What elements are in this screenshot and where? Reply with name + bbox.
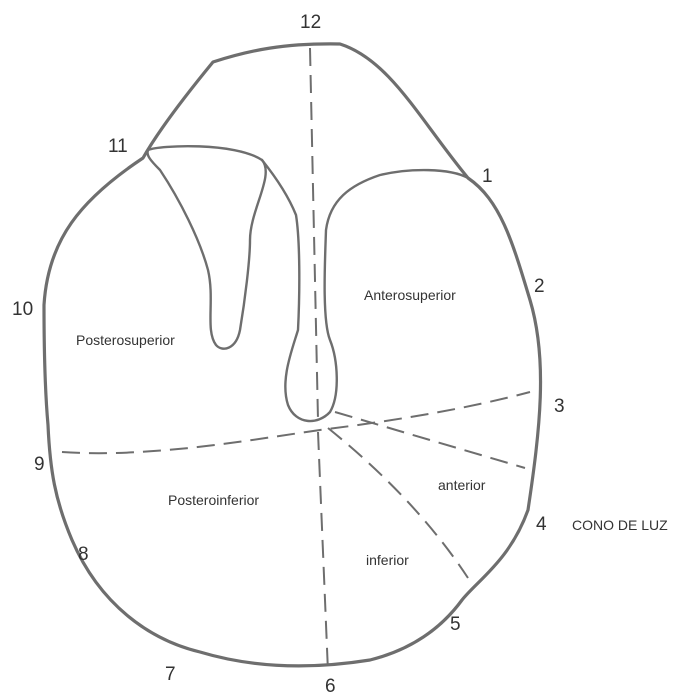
vertical-axis-lower (318, 432, 328, 672)
light-cone-upper-line (335, 412, 525, 468)
vertical-axis-upper (310, 48, 318, 420)
clock-label-6: 6 (325, 676, 336, 692)
clock-label-1: 1 (482, 166, 493, 187)
horizontal-axis (62, 392, 530, 453)
region-label-inferior: inferior (366, 552, 409, 568)
region-label-anterior: anterior (438, 477, 486, 493)
clock-label-7: 7 (165, 664, 176, 685)
clock-label-9: 9 (34, 454, 45, 475)
clock-label-12: 12 (300, 12, 321, 33)
region-label-posterosuperior: Posterosuperior (76, 332, 175, 348)
clock-label-10: 10 (12, 299, 33, 320)
pars-flaccida-boundary (148, 146, 266, 349)
light-cone-label: CONO DE LUZ (572, 517, 668, 533)
clock-label-2: 2 (534, 276, 545, 297)
clock-label-4: 4 (536, 514, 547, 535)
clock-label-8: 8 (78, 544, 89, 565)
region-label-posteroinferior: Posteroinferior (168, 492, 259, 508)
clock-label-3: 3 (554, 396, 565, 417)
clock-label-11: 11 (108, 136, 128, 157)
region-label-anterosuperior: Anterosuperior (364, 287, 456, 303)
clock-label-5: 5 (450, 614, 461, 635)
